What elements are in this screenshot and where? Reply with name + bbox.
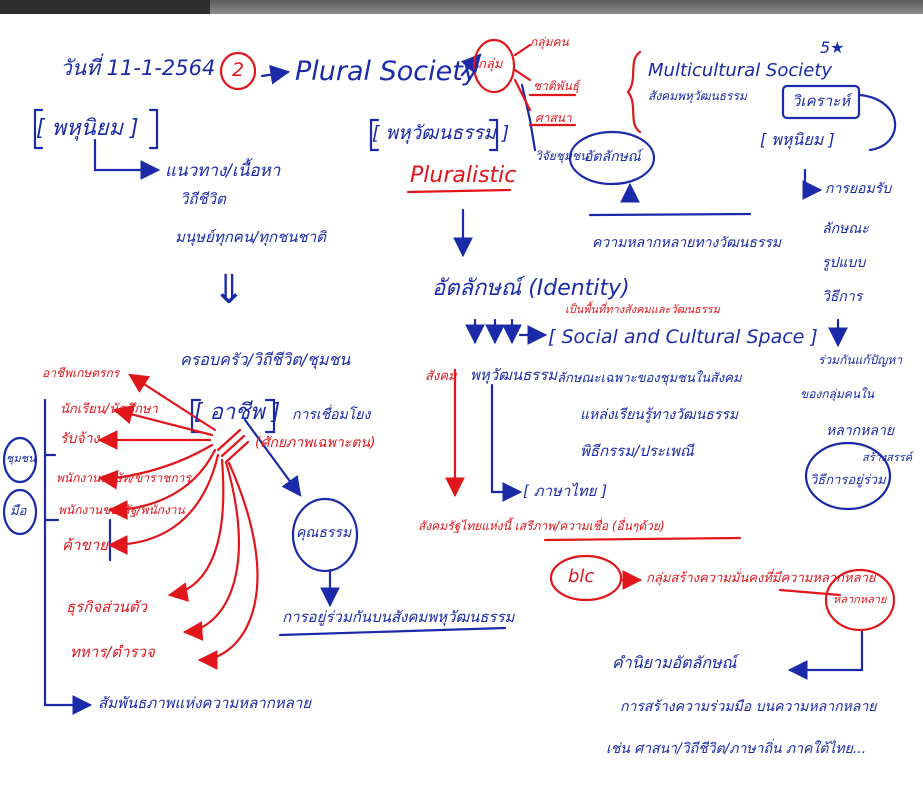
pluralistic-label: Pluralistic [410, 163, 517, 188]
side-label-2: มือ [10, 504, 27, 519]
center-below-underline: ความหลากหลายทางวัฒนธรรม [592, 235, 782, 251]
left-branch: แนวทาง/เนื้อหา [165, 161, 281, 181]
center-left-red: สังคม [425, 369, 457, 384]
topic-plural-society: Plural Society [295, 56, 479, 87]
red-item-3: รับจ้าง [60, 431, 100, 447]
center-bracket-term: [ พหุวัฒนธรรม ] [372, 122, 510, 144]
side-label-1: ชุมชน [6, 452, 36, 465]
left-line-3: มนุษย์ทุกคน/ทุกชนชาติ [175, 228, 326, 246]
right-bracket: [ พหุนิยม ] [760, 130, 835, 149]
right-circle-left: วิจัยชุมชน [535, 149, 589, 163]
bottom-left-relation: สัมพันธภาพแห่งความหลากหลาย [98, 694, 312, 712]
center-bracket-thai: [ ภาษาไทย ] [523, 482, 608, 500]
right-circle: วิธีการอยู่ร่วม [810, 473, 886, 488]
right-list-3: รูปแบบ [822, 255, 866, 271]
right-list-1: การยอมรับ [825, 181, 892, 197]
center-box-occupation: [ อาชีพ ] [194, 400, 281, 425]
identity-label: อัตลักษณ์ (Identity) [432, 276, 630, 301]
blc-red-line: กลุ่มสร้างความมั่นคงที่มีความหลากหลาย [646, 571, 876, 586]
right-list-5: ร่วมกันแก้ปัญหา [818, 353, 903, 367]
bottom-right-line-1: คำนิยามอัตลักษณ์ [612, 653, 737, 672]
red-item-8: ทหาร/ตำรวจ [70, 643, 155, 661]
right-list-4: วิธีการ [822, 289, 863, 305]
red-item-1: อาชีพเกษตรกร [42, 366, 120, 380]
right-circle-note: สร้างสรรค์ [862, 451, 913, 464]
blc-label: blc [568, 566, 595, 587]
red-item-6: ค้าขาย [62, 536, 108, 554]
right-score: 5★ [820, 38, 845, 57]
left-line-2: วิถีชีวิต [180, 190, 226, 208]
right-red-circle-label: หลากหลาย [833, 593, 887, 606]
multicultural-title: Multicultural Society [648, 60, 833, 81]
right-list-2: ลักษณะ [822, 221, 869, 237]
center-list-1: ลักษณะเฉพาะของชุมชนในสังคม [557, 371, 742, 386]
group-branch-2: ชาติพันธุ์ [533, 79, 580, 93]
multicultural-subtitle: สังคมพหุวัฒนธรรม [648, 89, 747, 103]
identity-red-note: เป็นพื้นที่ทางสังคมและวัฒนธรรม [565, 303, 720, 316]
group-branch-1: กลุ่มคน [530, 35, 569, 49]
red-item-2: นักเรียน/นักศึกษา [60, 402, 158, 417]
center-box-note: การเชื่อมโยง [292, 407, 371, 423]
right-list-6: ของกลุ่มคนใน [800, 387, 875, 401]
group-circle-label: กลุ่ม [478, 57, 503, 72]
red-item-5: พนักงานของรัฐ/พนักงาน [58, 503, 185, 517]
center-left-blue: พหุวัฒนธรรม [470, 366, 558, 384]
center-red-note: (ศักยภาพเฉพาะตน) [255, 435, 376, 451]
scan-top-edge [0, 0, 923, 14]
scan-top-edge-dark [0, 0, 210, 14]
red-item-7: ธุรกิจส่วนตัว [66, 598, 148, 616]
left-groups-label: ครอบครัว/วิถีชีวิต/ชุมชน [180, 350, 351, 369]
bottom-right-line-2: การสร้างความร่วมมือ บนความหลากหลาย [620, 699, 877, 715]
right-box-analyze: วิเคราะห์ [792, 92, 851, 110]
bottom-right-line-3: เช่น ศาสนา/วิถีชีวิต/ภาษาถิ่น ภาคใต้ไทย.… [606, 741, 867, 757]
identity-circle-label: อัตลักษณ์ [584, 149, 641, 165]
right-list-7: หลากหลาย [826, 423, 895, 439]
circle-virtue: คุณธรรม [296, 525, 352, 541]
social-cultural-space: [ Social and Cultural Space ] [548, 326, 818, 348]
center-list-3: พิธีกรรม/ประเพณี [580, 442, 694, 460]
left-bracket-term: [ พหุนิยม ] [36, 116, 139, 141]
center-list-2: แหล่งเรียนรู้ทางวัฒนธรรม [580, 407, 739, 423]
circled-number: 2 [232, 59, 245, 81]
bottom-coexistence: การอยู่ร่วมกันบนสังคมพหุวัฒนธรรม [282, 608, 515, 626]
red-item-4: พนักงานบริษัท/ข้าราชการ [56, 471, 191, 485]
group-branch-3: ศาสนา [535, 111, 572, 125]
date-text: วันที่ 11-1-2564 [60, 56, 216, 80]
center-red-bottom: สังคมรัฐไทยแห่งนี้ เสรีภาพ/ความเชื่อ (อื… [418, 519, 665, 533]
left-down-arrow: ⇓ [212, 267, 246, 313]
